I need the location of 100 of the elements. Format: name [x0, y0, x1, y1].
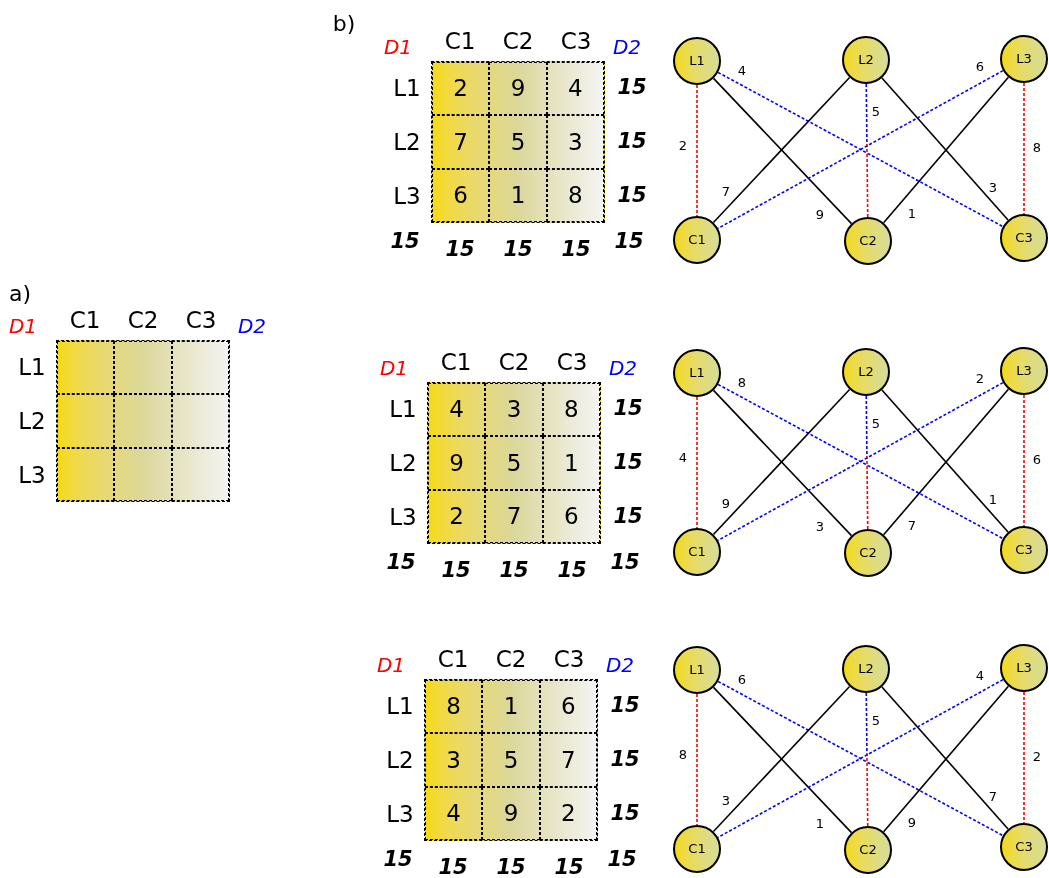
matrix-cell: 9: [482, 786, 540, 840]
row-label: L1: [18, 355, 46, 379]
matrix-cell: 4: [425, 786, 483, 840]
matrix-cell: 3: [546, 115, 604, 169]
edge-label: 6: [974, 59, 986, 73]
edge-label: 3: [987, 180, 999, 194]
diagonal-sum: 15: [386, 551, 416, 573]
diagonal-sum: 15: [614, 230, 644, 252]
column-label: C1: [444, 29, 476, 53]
panel-label: b): [332, 13, 356, 35]
row-label: L2: [389, 451, 417, 475]
matrix-cell: 1: [489, 168, 547, 222]
matrix-cell: 8: [546, 168, 604, 222]
row-label: L3: [386, 802, 414, 826]
column-sum: 15: [496, 856, 526, 878]
row-sum: 15: [617, 76, 647, 98]
diagonal-label: D2: [605, 655, 635, 675]
matrix-cell: 2: [432, 62, 490, 116]
row-sum: 15: [613, 505, 643, 527]
edge-label: 9: [906, 815, 918, 829]
diagonal-label: D2: [612, 37, 642, 57]
edge-label: 1: [987, 492, 999, 506]
column-sum: 15: [503, 238, 533, 260]
edge-label: 6: [736, 672, 748, 686]
column-sum: 15: [554, 856, 584, 878]
matrix-cell: 4: [546, 62, 604, 116]
matrix-cell: 6: [542, 489, 600, 543]
edge-label: 9: [720, 496, 732, 510]
edge-label: 9: [814, 207, 826, 221]
edge-label: 5: [870, 416, 882, 430]
row-label: L3: [389, 505, 417, 529]
edge-label: 7: [906, 518, 918, 532]
column-label: C3: [556, 350, 588, 374]
column-label: C2: [495, 647, 527, 671]
matrix-cell: 2: [428, 489, 486, 543]
matrix-cell: 6: [539, 680, 597, 734]
row-label: L1: [389, 397, 417, 421]
connector-line: [1023, 691, 1025, 824]
diagonal-label: D1: [383, 37, 413, 57]
matrix-cell: 8: [542, 383, 600, 437]
edge-label: 1: [814, 816, 826, 830]
connector-line: [865, 83, 869, 218]
matrix-cell: 5: [489, 115, 547, 169]
diagonal-sum: 15: [383, 848, 413, 870]
edge-label: 2: [974, 371, 986, 385]
row-sum: 15: [610, 694, 640, 716]
column-sum: 15: [557, 559, 587, 581]
edge-label: 8: [1031, 140, 1043, 154]
column-sum: 15: [499, 559, 529, 581]
connector-line: [865, 395, 869, 530]
diagonal-sum: 15: [610, 551, 640, 573]
matrix-cell: 7: [485, 489, 543, 543]
connector-line: [1023, 394, 1025, 527]
connector-line: [696, 396, 698, 529]
edge-label: 6: [1031, 452, 1043, 466]
row-sum: 15: [610, 802, 640, 824]
column-sum: 15: [438, 856, 468, 878]
edge-label: 4: [677, 450, 689, 464]
diagonal-label: D2: [237, 316, 267, 336]
edge-label: 5: [870, 104, 882, 118]
column-sum: 15: [441, 559, 471, 581]
row-sum: 15: [610, 748, 640, 770]
diagonal-label: D1: [379, 358, 409, 378]
matrix-cell: 7: [539, 733, 597, 787]
column-label: C3: [553, 647, 585, 671]
row-label: L1: [386, 694, 414, 718]
row-sum: 15: [617, 184, 647, 206]
column-sum: 15: [445, 238, 475, 260]
matrix-cell: 4: [428, 383, 486, 437]
row-label: L1: [393, 76, 421, 100]
column-label: C1: [437, 647, 469, 671]
column-label: C3: [560, 29, 592, 53]
diagonal-label: D2: [608, 358, 638, 378]
row-label: L3: [18, 463, 46, 487]
edge-label: 3: [814, 519, 826, 533]
column-label: C1: [69, 308, 101, 332]
row-sum: 15: [613, 397, 643, 419]
column-label: C1: [440, 350, 472, 374]
matrix-cell: 5: [485, 436, 543, 490]
matrix-cell: 3: [485, 383, 543, 437]
matrix-cell: 2: [539, 786, 597, 840]
row-label: L3: [393, 184, 421, 208]
row-sum: 15: [617, 130, 647, 152]
row-label: L2: [386, 748, 414, 772]
row-sum: 15: [613, 451, 643, 473]
edge-label: 4: [974, 668, 986, 682]
matrix-cell: 1: [482, 680, 540, 734]
diagonal-label: D1: [8, 316, 38, 336]
matrix-cell: 8: [425, 680, 483, 734]
column-label: C2: [127, 308, 159, 332]
edge-label: 2: [677, 138, 689, 152]
column-sum: 15: [561, 238, 591, 260]
connector-line: [696, 84, 698, 217]
connector-line: [865, 692, 869, 827]
diagonal-label: D1: [376, 655, 406, 675]
matrix-cell: 9: [489, 62, 547, 116]
edge-label: 4: [736, 63, 748, 77]
edge-label: 5: [870, 713, 882, 727]
row-label: L2: [393, 130, 421, 154]
edge-label: 3: [720, 793, 732, 807]
